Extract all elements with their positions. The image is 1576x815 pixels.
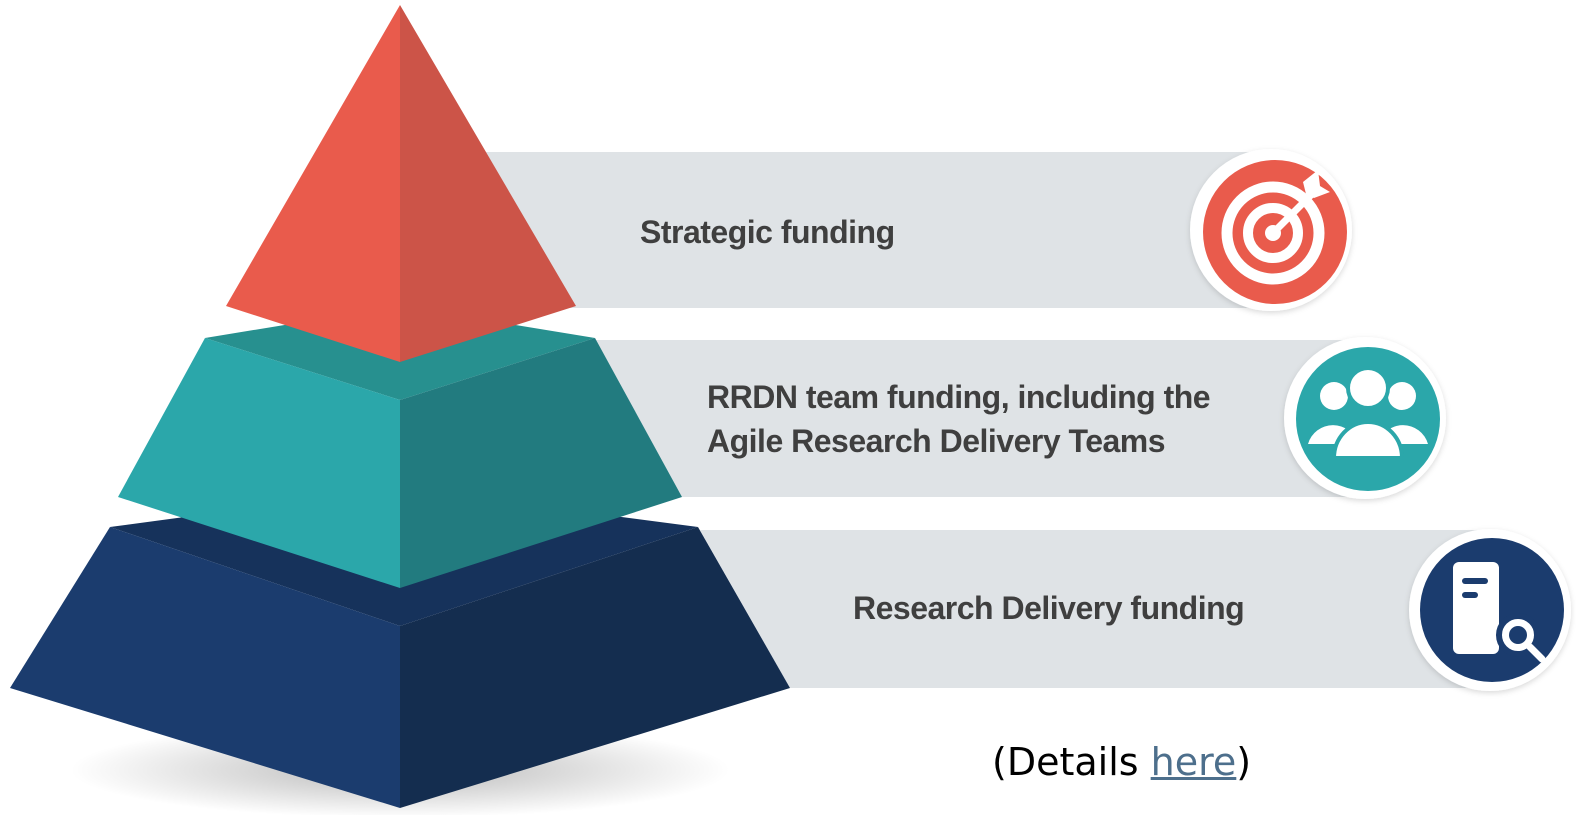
band-delivery <box>700 530 1490 688</box>
tier-label-delivery: Research Delivery funding <box>853 586 1245 630</box>
document-search-icon <box>1409 529 1571 691</box>
band-strategic <box>470 152 1270 308</box>
tier-label-line: Agile Research Delivery Teams <box>707 423 1166 459</box>
details-footnote: (Details here) <box>992 737 1251 787</box>
details-link[interactable]: here <box>1150 740 1237 784</box>
target-icon <box>1190 149 1352 311</box>
pyramid-tier-strategic <box>226 5 576 362</box>
tier-label-line: Strategic funding <box>640 214 895 250</box>
footnote-prefix: (Details <box>992 740 1151 784</box>
tier-label-line: RRDN team funding, including the <box>707 379 1211 415</box>
band-rrdn <box>585 340 1365 497</box>
tier-label-strategic: Strategic funding <box>640 210 895 254</box>
footnote-suffix: ) <box>1236 740 1252 784</box>
team-icon <box>1284 337 1446 499</box>
tier-label-rrdn: RRDN team funding, including the Agile R… <box>707 375 1211 463</box>
tier-label-line: Research Delivery funding <box>853 590 1245 626</box>
